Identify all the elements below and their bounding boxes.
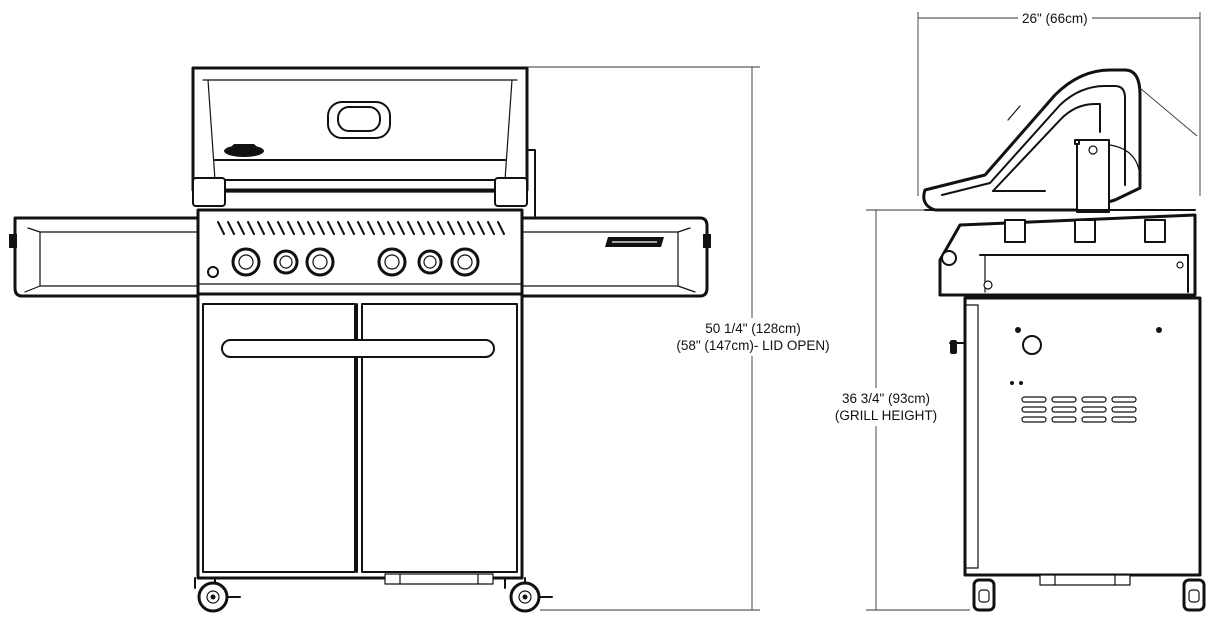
- control-knob-icon: [231, 247, 480, 277]
- width-dimension-label: 26" (66cm): [1018, 10, 1092, 27]
- grill-height-line1: 36 3/4" (93cm): [841, 391, 931, 406]
- right-side-shelf: [520, 216, 711, 298]
- logo-badge-icon: [605, 237, 664, 247]
- side-cart: [949, 296, 1202, 586]
- total-height-label: 50 1/4" (128cm) (58" (147cm)- LID OPEN): [672, 318, 834, 356]
- cart-cabinet: [196, 294, 524, 585]
- side-body: [924, 209, 1197, 297]
- left-side-shelf: [9, 216, 200, 298]
- side-vent-slots: [1021, 396, 1137, 423]
- vent-slots: [217, 221, 505, 235]
- side-lid: [922, 68, 1198, 213]
- lid-handle-icon: [327, 101, 391, 139]
- total-height-line1: 50 1/4" (128cm): [705, 321, 801, 336]
- caster-wheel-icon: [972, 578, 1206, 612]
- total-height-line2: (58" (147cm)- LID OPEN): [676, 338, 830, 353]
- grill-height-label: 36 3/4" (93cm) (GRILL HEIGHT): [826, 388, 946, 426]
- temperature-gauge-icon: [224, 144, 264, 157]
- lid: [191, 66, 536, 217]
- grill-height-line2: (GRILL HEIGHT): [834, 408, 938, 423]
- front-view: [9, 66, 711, 613]
- side-view: [922, 68, 1206, 612]
- control-panel: [196, 208, 524, 296]
- caster-wheel-icon: [194, 577, 553, 613]
